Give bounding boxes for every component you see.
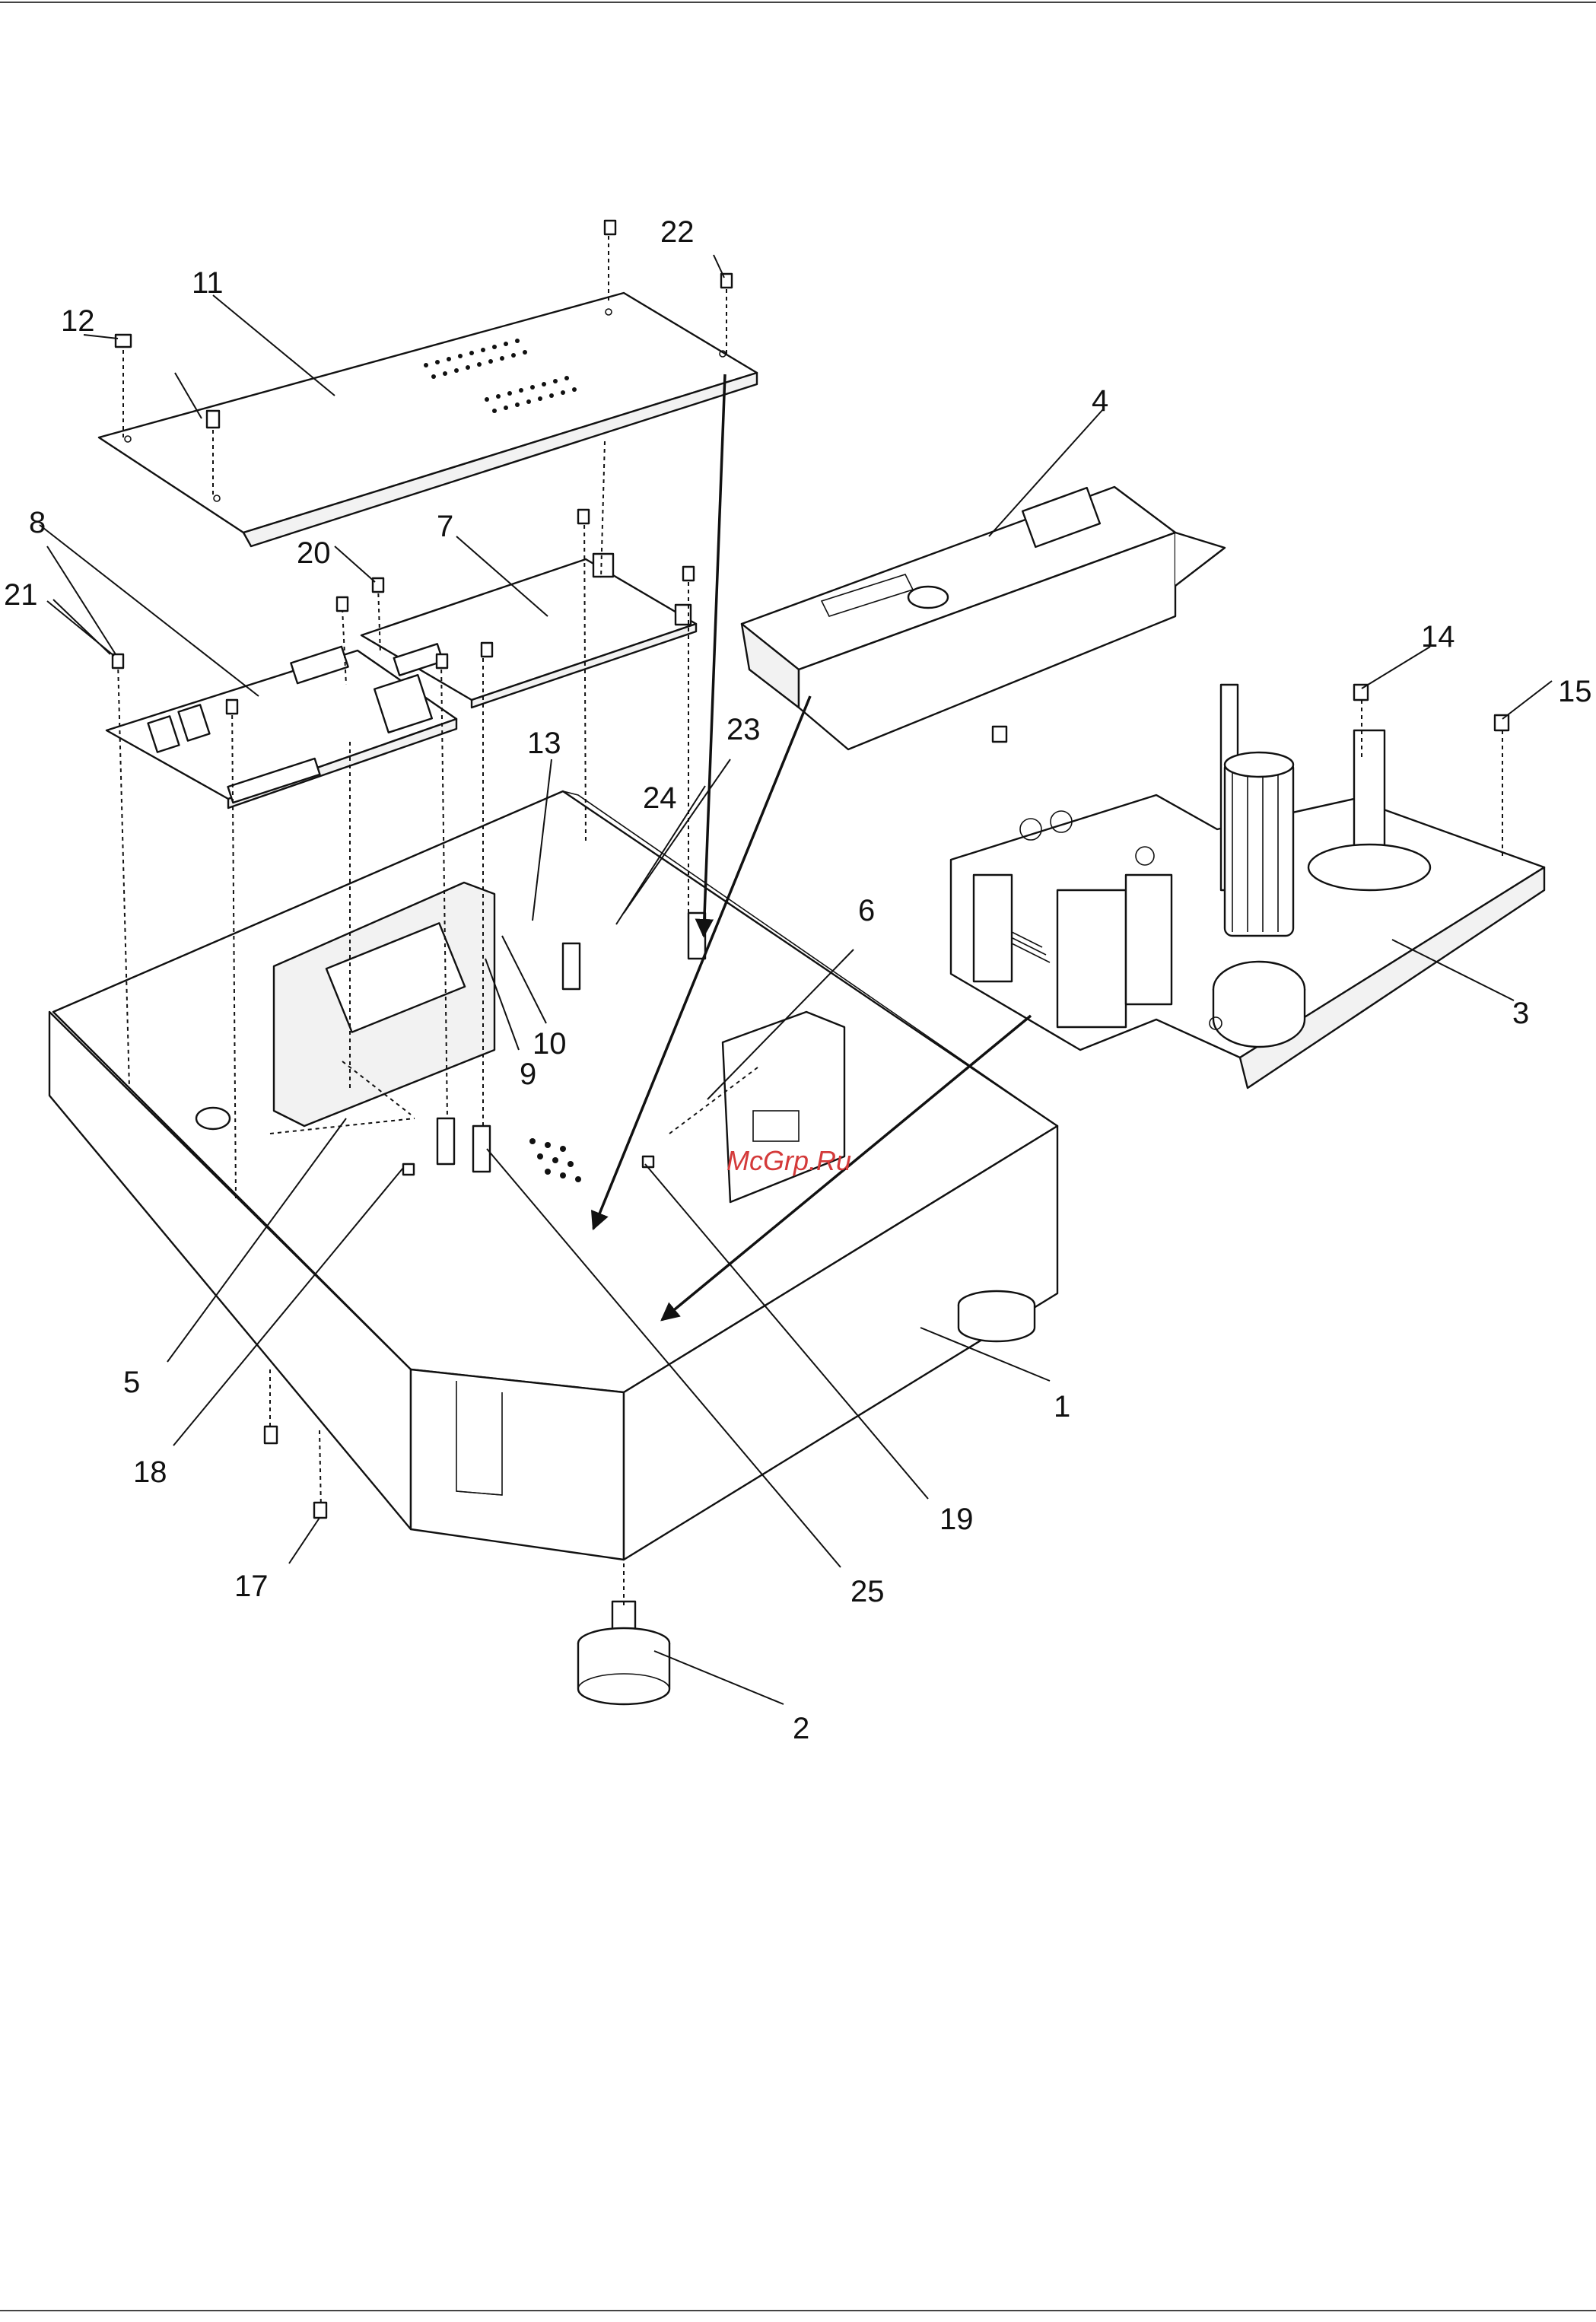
callout-21: 21 [4,578,38,612]
callout-24: 24 [643,781,677,815]
callout-1: 1 [1054,1390,1070,1423]
top-cover [99,293,757,546]
callout-8: 8 [29,506,46,539]
callout-14: 14 [1421,620,1455,654]
callout-22: 22 [660,215,695,249]
foot [578,1602,669,1704]
callout-20: 20 [297,536,331,570]
callout-3: 3 [1512,997,1529,1030]
callout-11: 11 [192,266,224,300]
callout-10: 10 [533,1027,567,1061]
callout-12: 12 [61,304,95,338]
print-mechanism [951,685,1544,1088]
printer-cover [742,487,1225,749]
callout-25: 25 [850,1575,885,1608]
callout-18: 18 [133,1455,167,1489]
callout-7: 7 [437,510,453,543]
callout-13: 13 [527,727,561,760]
callout-17: 17 [234,1570,269,1603]
callout-4: 4 [1092,384,1108,418]
callout-2: 2 [793,1712,809,1745]
callout-19: 19 [939,1503,974,1536]
callout-9: 9 [520,1058,536,1091]
callout-6: 6 [858,894,875,927]
callout-23: 23 [726,713,761,746]
callout-5: 5 [123,1366,140,1399]
base-housing [49,791,1057,1560]
callout-15: 15 [1558,675,1592,708]
rear-foot [959,1291,1035,1341]
watermark: McGrp.Ru [726,1145,851,1176]
